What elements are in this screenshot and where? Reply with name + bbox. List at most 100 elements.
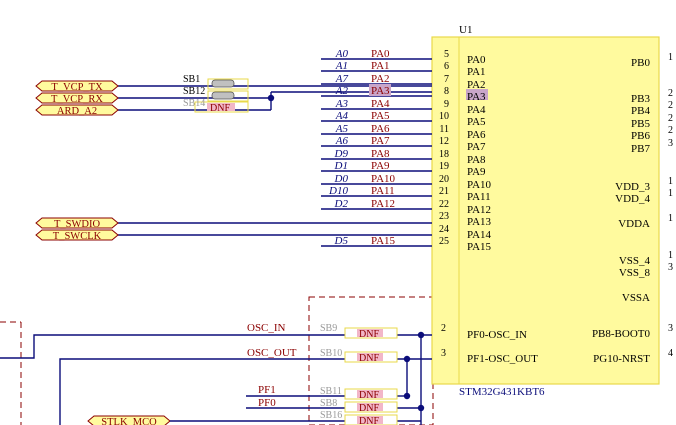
sb9-outline[interactable] [344,327,398,339]
pin-name-pa8[interactable]: PA8 [467,154,486,166]
sb8-part: DNF [359,403,379,414]
sb9-part: DNF [359,329,379,340]
port-t-vcp-rx[interactable] [35,92,119,104]
net-label-pa11: D10 [328,185,348,197]
pin-name-pa5[interactable]: PA5 [467,116,486,128]
junction-dot [267,94,275,102]
pin-num-pa14: 24 [439,224,449,235]
pin-name-osc-out: PF1-OSC_OUT [467,353,538,365]
pin-name-pb6[interactable]: PB6 [631,130,650,142]
pin-num-pa8: 18 [439,149,449,160]
pin-name-pa15[interactable]: PA15 [467,241,492,253]
pin-name-pa11[interactable]: PA11 [467,191,491,203]
pin-name-pa4[interactable]: PA4 [467,104,486,116]
pin-name-vdd-4[interactable]: VDD_4 [615,193,650,205]
port-label-t-vcp-rx: T_VCP_RX [51,94,103,105]
port-ard-a2[interactable] [35,104,119,116]
pin-name-pg10-nrst[interactable]: PG10-NRST [593,353,650,365]
sb10-outline[interactable] [344,351,398,363]
pin-name-vss-4[interactable]: VSS_4 [619,255,651,267]
net-name-pa7: PA7 [371,135,390,147]
pin-num-pb8-boot0: 3 [668,323,673,334]
pin-name-pa1[interactable]: PA1 [467,66,486,78]
port-t-swclk[interactable] [35,229,119,241]
pin-name-pa10[interactable]: PA10 [467,179,492,191]
net-label-pa5: A4 [335,110,349,122]
net-name-pa10: PA10 [371,173,396,185]
net-name-pa4: PA4 [371,98,390,110]
port-t-vcp-tx[interactable] [35,80,119,92]
pin-name-vss-8[interactable]: VSS_8 [619,267,651,279]
pin-name-pb0[interactable]: PB0 [631,57,650,69]
pin-name-vdda[interactable]: VDDA [618,218,650,230]
net-highlight-pa3 [369,84,391,96]
pin-name-pa6[interactable]: PA6 [467,129,486,141]
pin-num-vdd-4: 1 [668,188,673,199]
pin-name-pa3[interactable]: PA3 [467,91,486,103]
net-name-pa2: PA2 [371,73,390,85]
pin-num-pa4: 9 [444,99,449,110]
sb14-part: DNF [210,103,230,114]
sb12-outline[interactable] [207,90,249,102]
sb11-outline[interactable] [344,388,398,400]
pin-name-pb8-boot0[interactable]: PB8-BOOT0 [592,328,651,340]
pin-num-pa1: 6 [444,61,449,72]
sb14-outline[interactable] [194,101,249,113]
osc-bridge-frame [308,296,434,425]
net-label-pa10: D0 [334,173,349,185]
pin-name-pb7[interactable]: PB7 [631,143,650,155]
osc-in-net: OSC_IN [247,322,286,334]
sb10-label: SB10 [320,348,342,359]
pin-name-pa7[interactable]: PA7 [467,141,486,153]
pin-num-pa0: 5 [444,49,449,60]
sb1-label: SB1 [183,74,200,85]
sb10-dnf-fill [357,353,383,361]
pin-name-pa0[interactable]: PA0 [467,54,486,66]
sb16-part: DNF [359,416,379,425]
sb16-outline[interactable] [344,414,398,425]
pin-num-vdd-3: 1 [668,176,673,187]
net-label-pa8: D9 [334,148,349,160]
pin-num-pa5: 10 [439,111,449,122]
net-name-pa8: PA8 [371,148,390,160]
pin-name-pb5[interactable]: PB5 [631,118,650,130]
sb11-dnf-fill [357,390,383,398]
pin-name-pa9[interactable]: PA9 [467,166,486,178]
pin-name-vdd-3[interactable]: VDD_3 [615,181,650,193]
pin-name-pb4[interactable]: PB4 [631,105,650,117]
sb11-label: SB11 [320,386,342,397]
pin-num-pg10-nrst: 4 [668,348,673,359]
pin-name-pb3[interactable]: PB3 [631,93,650,105]
pin-name-pa13[interactable]: PA13 [467,216,492,228]
net-label-pa7: A6 [335,135,349,147]
net-label-pa12: D2 [334,198,349,210]
pin-num-osc-in: 2 [441,323,446,334]
pf0-net: PF0 [258,397,276,409]
port-label-t-vcp-tx: T_VCP_TX [51,82,103,93]
pin-name-pa14[interactable]: PA14 [467,229,492,241]
sb1-outline[interactable] [207,78,249,90]
pin-num-vss-4: 1 [668,250,673,261]
pin-num-osc-out: 3 [441,348,446,359]
sb8-label: SB8 [320,398,337,409]
sb10-part: DNF [359,353,379,364]
osc-section: OSC_IN OSC_OUT PF1 PF0 SB9 SB10 SB11 SB8… [0,322,538,425]
pin-num-pa7: 12 [439,136,449,147]
sb1-pad [211,79,235,88]
junction-osc-in [417,331,425,339]
net-label-pa0: A0 [335,48,349,60]
pin-num-pa15: 25 [439,236,449,247]
pin-name-pa12[interactable]: PA12 [467,204,491,216]
pin-name-vssa[interactable]: VSSA [622,292,650,304]
net-label-pa2: A7 [335,73,349,85]
sb8-outline[interactable] [344,401,398,413]
pin-num-pa11: 21 [439,186,449,197]
port-t-swdio[interactable] [35,217,119,229]
net-name-pa3: PA3 [371,85,390,97]
sb9-dnf-fill [357,329,383,337]
pin-name-pa2[interactable]: PA2 [467,79,486,91]
net-label-pa4: A3 [335,98,349,110]
pin-highlight-pa3 [466,89,488,100]
sb14-dnf-fill [207,103,235,111]
